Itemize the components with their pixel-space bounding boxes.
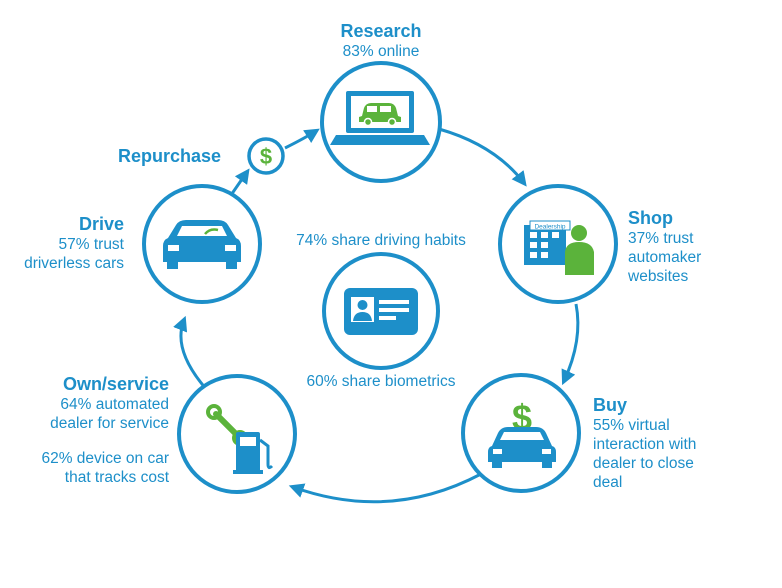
drive-title: Drive: [78, 214, 124, 234]
buy-line-1: 55% virtual: [593, 417, 670, 434]
car-dollar-icon: $: [488, 397, 556, 468]
dealership-sign-text: Dealership: [534, 224, 565, 231]
id-card-icon: [344, 288, 418, 335]
shop-line-1: 37% trust: [628, 230, 694, 247]
research-node: [320, 61, 442, 183]
arrow-repurchase-to-research: [284, 128, 320, 150]
shop-line-3: websites: [628, 268, 689, 285]
laptop-car-icon: [330, 91, 430, 145]
arrow-shop-to-buy: [561, 303, 580, 386]
share-driving-habits: 74% share driving habits: [296, 232, 466, 249]
drive-line-1: 57% trust: [58, 236, 124, 253]
dealership-person-icon: Dealership: [524, 220, 594, 275]
own-line-4: that tracks cost: [64, 469, 169, 486]
arrow-own-to-drive: [173, 315, 209, 391]
repurchase-title: Repurchase: [118, 146, 222, 166]
own-service-node: [177, 374, 297, 494]
research-label: Research 83% online: [316, 21, 446, 61]
center-top-label: 74% share driving habits: [276, 231, 486, 250]
buy-line-2: interaction with: [593, 436, 697, 453]
own-line-1: 64% automated: [60, 396, 169, 413]
buy-label: Buy 55% virtual interaction with dealer …: [593, 395, 696, 492]
shop-label: Shop 37% trust automaker websites: [628, 208, 701, 286]
research-stat: 83% online: [342, 43, 420, 60]
share-biometrics: 60% share biometrics: [306, 373, 456, 390]
shop-title: Shop: [628, 208, 673, 228]
own-line-2: dealer for service: [50, 415, 169, 432]
buy-title: Buy: [593, 395, 628, 415]
buy-node: $: [461, 373, 581, 493]
car-front-icon: [163, 220, 241, 269]
drive-node: [142, 184, 262, 304]
own-service-title: Own/service: [62, 374, 169, 394]
own-line-3: 62% device on car: [41, 450, 169, 467]
center-node: [322, 252, 440, 370]
arrow-buy-to-own: [288, 472, 482, 504]
buy-line-4: deal: [593, 474, 623, 491]
drive-label: Drive 57% trust driverless cars: [8, 214, 124, 273]
drive-line-2: driverless cars: [24, 255, 124, 272]
arrow-research-to-shop: [438, 127, 527, 187]
repurchase-label: Repurchase: [118, 146, 221, 167]
cycle-arrows: [173, 127, 580, 504]
repurchase-node: $: [247, 137, 285, 175]
own-service-label: Own/service 64% automated dealer for ser…: [8, 374, 169, 487]
shop-line-2: automaker: [628, 249, 702, 266]
buy-line-3: dealer to close: [593, 455, 694, 472]
research-title: Research: [340, 21, 422, 41]
wrench-fuel-pump-icon: [206, 404, 274, 474]
dollar-coin-icon: $: [260, 144, 272, 169]
shop-node: Dealership: [498, 184, 618, 304]
center-bottom-label: 60% share biometrics: [276, 372, 486, 391]
